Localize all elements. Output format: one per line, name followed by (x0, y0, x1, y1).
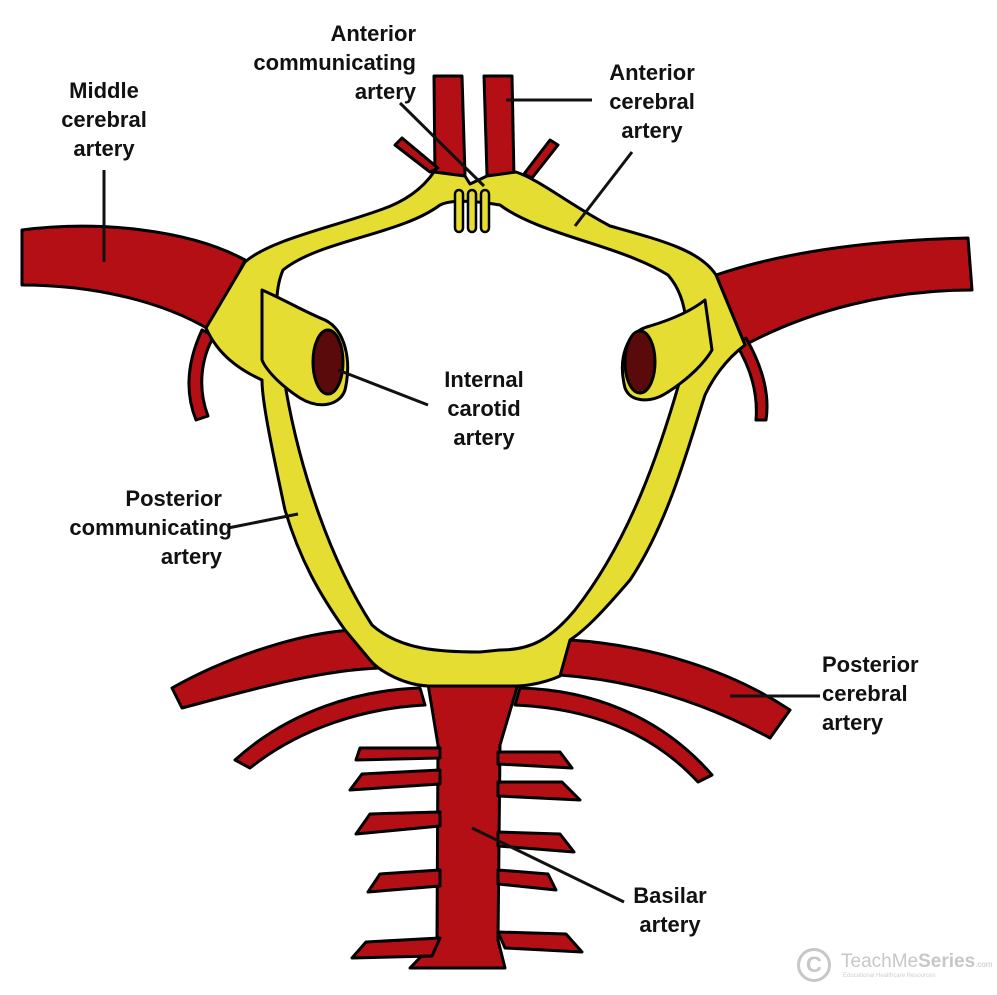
label-line: cerebral (61, 107, 147, 132)
label-line: artery (639, 912, 701, 937)
left-middle-cerebral-artery (20, 224, 247, 332)
right-superior-cerebellar-artery (513, 686, 714, 784)
basilar-branch (348, 768, 442, 792)
right-mca-branch (734, 336, 769, 422)
label-line: communicating (253, 50, 416, 75)
right-middle-cerebral-artery (714, 236, 974, 347)
basilar-branch (366, 868, 442, 894)
right-aca-branch (522, 138, 560, 180)
label-line: artery (453, 425, 515, 450)
label-internal-carotid-artery: Internal carotid artery (424, 365, 544, 452)
label-anterior-cerebral-artery: Anterior cerebral artery (592, 58, 712, 145)
logo-tagline: Educational Healthcare Resources (843, 973, 936, 979)
leader-basilar (471, 826, 625, 904)
basilar-branch (496, 780, 582, 802)
leader-posterior-communicating (227, 512, 299, 530)
basilar-branch (496, 930, 584, 954)
basilar-branch (496, 830, 576, 854)
label-line: communicating (69, 515, 232, 540)
logo-mark-icon: C (797, 948, 831, 982)
left-posterior-cerebral-artery (170, 628, 382, 710)
label-line: artery (73, 136, 135, 161)
basilar-branch (350, 936, 442, 960)
right-posterior-cerebral-artery (558, 638, 792, 740)
logo-brand-suffix: .com (975, 960, 993, 969)
basilar-artery (408, 682, 520, 970)
label-line: artery (354, 79, 416, 104)
left-mca-branch (187, 328, 216, 422)
label-line: Internal (444, 367, 524, 392)
leader-anterior-cerebral (573, 151, 634, 227)
label-line: Anterior (330, 21, 416, 46)
left-aca-branch (393, 136, 440, 174)
basilar-branch (496, 750, 574, 770)
label-line: artery (822, 710, 884, 735)
logo-brand-bold: Series (918, 951, 976, 972)
label-line: cerebral (822, 681, 908, 706)
logo-brand-regular: TeachMe (841, 951, 919, 972)
right-anterior-cerebral-artery (482, 74, 516, 180)
label-line: Posterior (125, 486, 222, 511)
left-superior-cerebellar-artery (233, 686, 427, 770)
label-line: Middle (69, 78, 139, 103)
label-line: cerebral (609, 89, 695, 114)
label-line: Basilar (633, 883, 707, 908)
label-line: Posterior (822, 652, 919, 677)
label-line: carotid (447, 396, 521, 421)
anterior-communicating-artery (453, 188, 491, 234)
leader-anterior-communicating (398, 101, 486, 188)
left-internal-carotid-lumen (311, 328, 345, 396)
basilar-branch (354, 746, 442, 762)
right-internal-carotid-lumen (623, 329, 657, 395)
label-line: artery (160, 544, 222, 569)
label-posterior-communicating-artery: Posterior communicating artery (22, 484, 232, 571)
leader-internal-carotid (337, 368, 429, 407)
label-basilar-artery: Basilar artery (620, 881, 720, 939)
teachmeseries-logo: C TeachMeSeries.com Educational Healthca… (797, 946, 997, 990)
label-middle-cerebral-artery: Middle cerebral artery (48, 76, 160, 163)
label-posterior-cerebral-artery: Posterior cerebral artery (822, 650, 946, 737)
label-line: artery (621, 118, 683, 143)
basilar-branch (496, 868, 558, 892)
label-anterior-communicating-artery: Anterior communicating artery (216, 19, 416, 106)
label-line: Anterior (609, 60, 695, 85)
logo-brand: TeachMeSeries.com (841, 951, 993, 973)
basilar-branch (354, 810, 442, 836)
